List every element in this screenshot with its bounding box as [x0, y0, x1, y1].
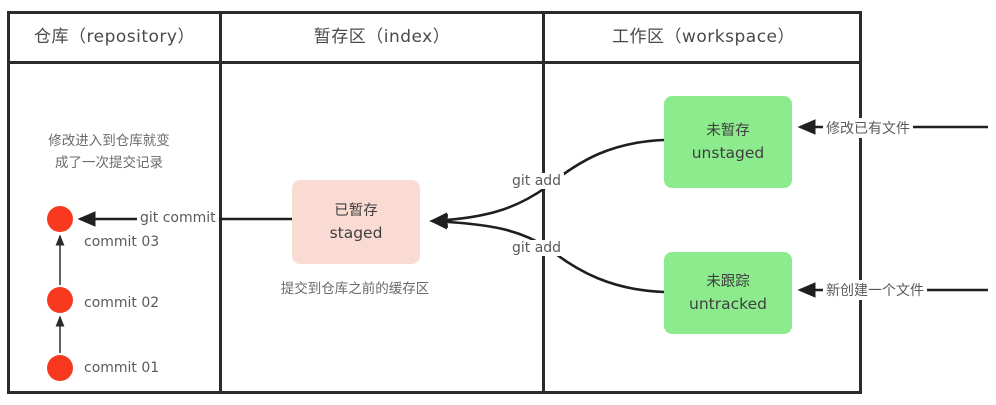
unstaged-box: 未暂存 unstaged — [664, 96, 792, 188]
untracked-box: 未跟踪 untracked — [664, 252, 792, 334]
untracked-box-label-cn: 未跟踪 — [706, 273, 750, 290]
staged-box-label-cn: 已暂存 — [334, 202, 378, 219]
staged-box: 已暂存 staged — [292, 180, 420, 264]
edge-label-create-file: 新创建一个文件 — [823, 280, 927, 300]
commit-node-02 — [47, 287, 73, 313]
commit-node-03 — [47, 206, 73, 232]
column-divider-1 — [219, 11, 222, 394]
table-frame — [7, 11, 862, 394]
commit-label-03: commit 03 — [84, 234, 160, 250]
commit-label-01: commit 01 — [84, 360, 160, 376]
column-header-workspace: 工作区（workspace） — [611, 27, 795, 47]
commit-node-01 — [47, 355, 73, 381]
edge-label-git-add-untracked: git add — [509, 240, 565, 256]
edge-label-git-add-unstaged: git add — [509, 173, 565, 189]
repository-note: 修改进入到仓库就变 成了一次提交记录 — [48, 133, 170, 171]
edge-label-modify-file: 修改已有文件 — [823, 118, 913, 138]
commit-label-02: commit 02 — [84, 295, 160, 311]
untracked-box-label-en: untracked — [689, 294, 767, 313]
staged-box-label-en: staged — [329, 223, 383, 242]
header-separator — [7, 61, 862, 64]
column-divider-2 — [542, 11, 545, 394]
staged-note: 提交到仓库之前的缓存区 — [280, 281, 430, 297]
column-header-repository: 仓库（repository） — [34, 27, 195, 47]
unstaged-box-label-cn: 未暂存 — [706, 122, 750, 139]
unstaged-box-label-en: unstaged — [691, 143, 765, 162]
edge-label-git-commit: git commit — [137, 210, 219, 226]
column-header-index: 暂存区（index） — [313, 27, 451, 47]
